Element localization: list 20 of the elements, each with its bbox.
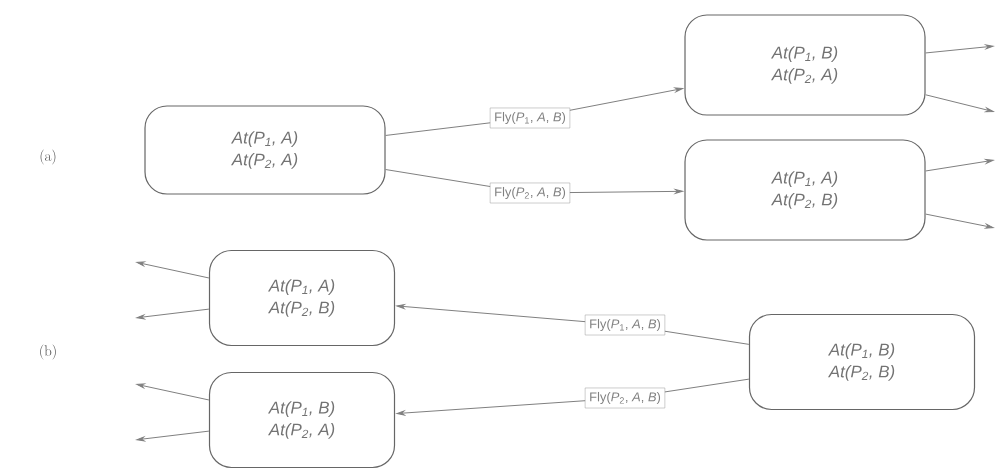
state-box: At(P$_{1}$, B) At(P$_{2}$, A)	[684, 14, 926, 116]
arrow	[925, 159, 994, 172]
state-box: At(P$_{1}$, B) At(P$_{2}$, B)	[748, 313, 976, 411]
arrow	[925, 94, 994, 113]
panel-label: (a)	[40, 149, 56, 165]
arrow	[925, 44, 994, 54]
action-box: Fly(P$_{1}$, A, B)	[489, 107, 571, 129]
action-box: Fly(P$_{2}$, A, B)	[489, 182, 571, 204]
state-box: At(P$_{1}$, A) At(P$_{2}$, B)	[684, 139, 926, 241]
arrow	[136, 383, 210, 401]
state-box: At(P$_{1}$, A) At(P$_{2}$, B)	[208, 249, 396, 347]
state-box: At(P$_{1}$, B) At(P$_{2}$, A)	[208, 371, 396, 469]
action-box: Fly(P$_{1}$, A, B)	[584, 314, 666, 336]
arrow	[136, 261, 210, 279]
action-box: Fly(P$_{2}$, A, B)	[584, 387, 666, 409]
state-box: At(P$_{1}$, A) At(P$_{2}$, A)	[144, 105, 386, 195]
arrow	[136, 430, 210, 442]
arrow	[136, 308, 210, 320]
panel-label: (b)	[40, 344, 56, 360]
arrow	[925, 213, 994, 229]
